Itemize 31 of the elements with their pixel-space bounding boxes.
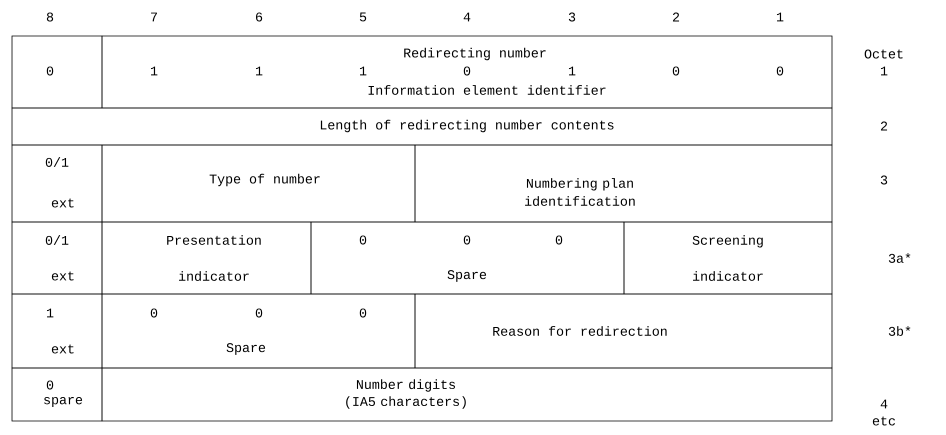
table-cell: 0 0 0 Spare bbox=[310, 222, 624, 294]
table-cell: Reason for redirection bbox=[414, 294, 832, 368]
table-cell: Length of redirecting number contents bbox=[12, 108, 832, 146]
octet-number: 3b* bbox=[888, 326, 910, 336]
table-cell: 0 bbox=[12, 36, 102, 108]
table-cell: Type of number bbox=[102, 144, 416, 222]
octet-number: 4 bbox=[880, 400, 888, 408]
bit-number: 3 bbox=[568, 12, 576, 22]
bit-number: 2 bbox=[672, 12, 680, 22]
octet-number: 3 bbox=[880, 175, 888, 184]
table-cell: Number digits (IA5 characters) bbox=[102, 368, 832, 422]
octet-number: 1 bbox=[880, 66, 888, 76]
table-cell: Redirecting number 1 1 1 0 1 0 0 Information element identifier bbox=[102, 36, 832, 108]
octet-number: etc bbox=[872, 416, 895, 426]
octet-number: 3a* bbox=[888, 253, 910, 263]
bit-number: 8 bbox=[46, 12, 54, 22]
bit-number: 5 bbox=[360, 12, 366, 22]
bit-number: 7 bbox=[151, 12, 157, 22]
table-cell: Presentation indicator bbox=[102, 222, 312, 294]
table-cell: 0/1 ext bbox=[12, 222, 102, 294]
table-cell: 0/1 ext bbox=[12, 144, 102, 222]
table-cell: Numbering plan identification bbox=[414, 144, 832, 222]
table-cell: 0 0 0 Spare bbox=[102, 294, 416, 368]
bit-number: 6 bbox=[256, 12, 262, 22]
bit-number: 4 bbox=[464, 12, 470, 22]
bit-number: 1 bbox=[776, 12, 784, 22]
table-cell: 0 spare bbox=[12, 368, 102, 422]
table-cell: Screening indicator bbox=[624, 222, 832, 294]
table-cell: 1 ext bbox=[12, 294, 102, 368]
column-heading: Octet bbox=[864, 49, 903, 58]
octet-number: 2 bbox=[880, 122, 888, 130]
